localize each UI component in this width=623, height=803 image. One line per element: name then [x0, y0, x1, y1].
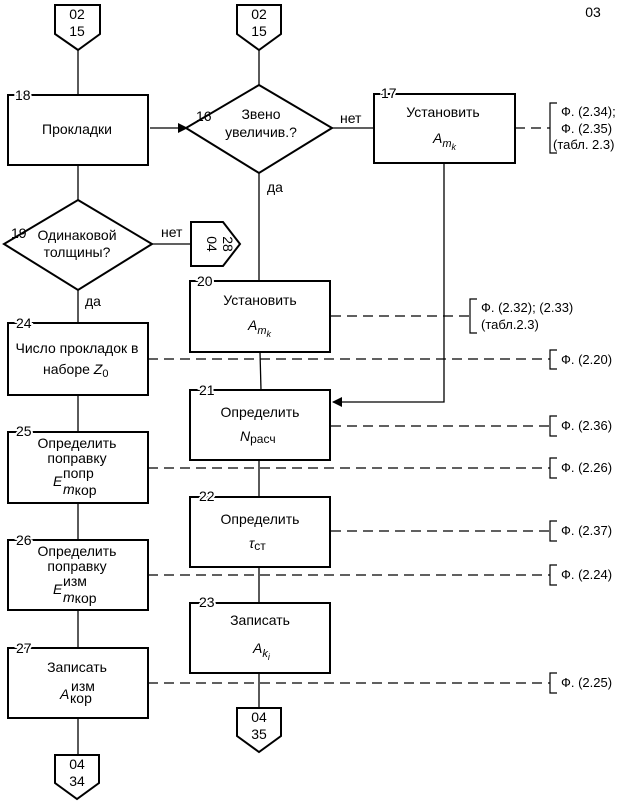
block-16-yes-label: да — [267, 179, 283, 195]
block-17-line1: Установить — [406, 104, 479, 120]
block-20-process: 20 Установить Amk — [189, 271, 331, 353]
block-23-var: Aki — [252, 640, 271, 662]
connector-in-mid-bottom: 15 — [251, 23, 267, 39]
ref-20-line2: (табл.2.3) — [481, 317, 539, 332]
block-18-number: 18 — [15, 87, 31, 103]
ref-17-line2: Ф. (2.35) — [561, 121, 612, 136]
block-16-line2: увеличив.? — [225, 124, 297, 140]
block-16-number: 16 — [196, 108, 212, 124]
ref-24: Ф. (2.20) — [561, 352, 612, 367]
ref-17-line1: Ф. (2.34); — [561, 104, 616, 119]
connector-out-right-top: 04 — [204, 236, 220, 252]
block-27-sub: кор — [70, 690, 92, 706]
page-number: 03 — [585, 4, 601, 20]
connector-out-left: 04 34 — [54, 754, 100, 801]
connector-in-left-bottom: 15 — [69, 23, 85, 39]
block-26-sub: mкор — [63, 589, 97, 606]
block-19-yes-label: да — [85, 293, 101, 309]
block-19-decision: 19 Одинаковой толщины? нет да — [2, 198, 183, 309]
ref-25: Ф. (2.26) — [561, 460, 612, 475]
block-21-var: Nрасч — [240, 428, 276, 446]
connector-out-mid: 04 35 — [236, 707, 282, 754]
block-25-sup: попр — [63, 465, 94, 481]
block-25-sub: mкор — [63, 481, 97, 498]
ref-26: Ф. (2.24) — [561, 567, 612, 582]
connector-out-right: 04 28 — [190, 221, 242, 267]
block-24-process: 24 Число прокладок в наборе Z0 — [7, 313, 149, 396]
block-27-number: 27 — [16, 640, 32, 656]
block-26-process: 26 Определить поправку E изм mкор — [7, 530, 149, 611]
block-19-line1: Одинаковой — [37, 227, 116, 243]
block-22-number: 22 — [199, 488, 215, 504]
block-25-number: 25 — [16, 423, 32, 439]
block-17-process: 17 Установить Amk — [373, 83, 516, 164]
block-26-number: 26 — [16, 532, 32, 548]
block-16-decision: 16 Звено увеличив.? нет да — [184, 83, 362, 195]
connector-in-mid-top: 02 — [251, 6, 267, 22]
block-23-process: 23 Записать Aki — [189, 592, 331, 674]
block-23-line1: Записать — [230, 612, 290, 628]
block-24-line2: наборе Z0 — [43, 361, 108, 380]
reference-brackets — [469, 102, 557, 694]
block-20-number: 20 — [197, 273, 213, 289]
block-21-number: 21 — [199, 382, 215, 398]
connector-in-mid: 02 15 — [236, 4, 282, 52]
block-21-line1: Определить — [221, 404, 300, 420]
block-26-line2: поправку — [47, 558, 106, 574]
block-21-process: 21 Определить Nрасч — [189, 380, 331, 461]
block-23-number: 23 — [199, 594, 215, 610]
connector-out-mid-top: 04 — [251, 709, 267, 725]
block-24-line1: Число прокладок в — [16, 340, 139, 356]
block-27-process: 27 Записать A изм кор — [7, 638, 149, 719]
connector-out-left-top: 04 — [69, 756, 85, 772]
connector-out-left-bottom: 34 — [69, 773, 85, 789]
block-27-var: A — [59, 686, 69, 702]
reference-texts: Ф. (2.34); Ф. (2.35) (табл. 2.3) Ф. (2.3… — [481, 104, 616, 690]
block-16-no-label: нет — [340, 110, 362, 126]
block-19-number: 19 — [11, 225, 27, 241]
block-16-line1: Звено — [241, 106, 280, 122]
ref-17-line3: (табл. 2.3) — [553, 137, 614, 152]
ref-20-line1: Ф. (2.32); (2.33) — [481, 300, 573, 315]
ref-27: Ф. (2.25) — [561, 675, 612, 690]
connector-in-left: 02 15 — [54, 4, 101, 52]
block-22-process: 22 Определить τст — [189, 486, 331, 568]
block-26-var: E — [53, 581, 63, 597]
block-26-sup: изм — [63, 573, 87, 589]
connector-out-right-bottom: 28 — [220, 236, 236, 252]
block-25-process: 25 Определить поправку E попр mкор — [7, 421, 149, 504]
block-20-line1: Установить — [223, 292, 296, 308]
block-18-process: 18 Прокладки — [7, 85, 149, 166]
block-19-line2: толщины? — [44, 244, 111, 260]
connector-out-mid-bottom: 35 — [251, 726, 267, 742]
block-24-number: 24 — [16, 315, 32, 331]
block-19-no-label: нет — [161, 224, 183, 240]
block-22-var: τст — [249, 535, 266, 553]
block-17-number: 17 — [381, 85, 397, 101]
block-25-var: E — [53, 473, 63, 489]
block-25-line1: Определить — [38, 435, 117, 451]
block-25-line2: поправку — [47, 450, 106, 466]
block-18-line1: Прокладки — [42, 121, 112, 137]
block-20-var: Amk — [247, 317, 272, 339]
ref-22: Ф. (2.37) — [561, 523, 612, 538]
flow-lines — [77, 50, 445, 755]
block-17-var: Amk — [432, 130, 457, 152]
block-22-line1: Определить — [221, 511, 300, 527]
reference-lines — [148, 127, 550, 684]
block-26-line1: Определить — [38, 543, 117, 559]
ref-21: Ф. (2.36) — [561, 418, 612, 433]
connector-in-left-top: 02 — [69, 6, 85, 22]
block-27-sup: изм — [71, 678, 95, 694]
block-27-line1: Записать — [47, 659, 107, 675]
